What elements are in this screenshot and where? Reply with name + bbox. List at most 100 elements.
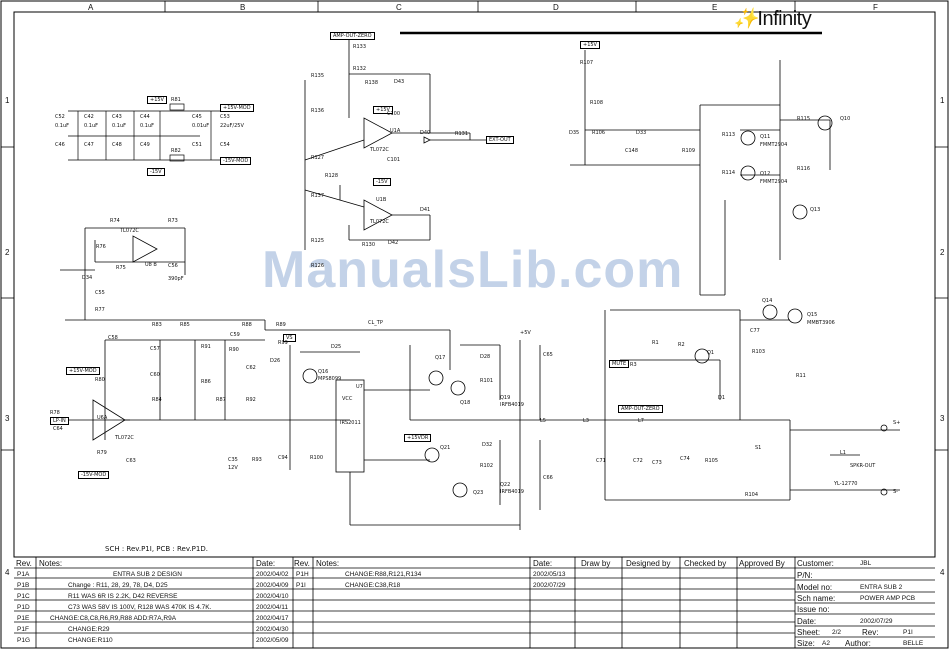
revision-date: 2002/04/11: [256, 604, 289, 611]
part-c61: C60: [150, 372, 160, 378]
part-v01e: 0.01uF: [192, 123, 210, 129]
part-d34: D34: [82, 275, 93, 281]
part-u8: U8 B: [145, 262, 157, 268]
revision-rev: P1A: [17, 571, 30, 578]
part-r115: R115: [797, 116, 811, 122]
part-r90: R90: [229, 347, 239, 353]
part-r106: R106: [592, 130, 606, 136]
part-r109: R109: [682, 148, 696, 154]
part-c56: C56: [168, 263, 178, 269]
part-c100: C100: [387, 111, 401, 117]
part-r3: R3: [630, 362, 637, 368]
col-label-e: E: [712, 3, 718, 12]
part-d1: D1: [718, 395, 726, 401]
part-r93: R93: [252, 457, 262, 463]
part-r135: R135: [311, 73, 325, 79]
part-r83: R83: [152, 322, 162, 328]
part-r79: R79: [97, 450, 107, 456]
revision-date: 2002/04/17: [256, 615, 289, 622]
revision-rev: P1G: [17, 637, 31, 644]
part-q12: Q12: [760, 171, 771, 177]
part-q13: Q13: [810, 207, 821, 213]
part-r85: R85: [180, 322, 190, 328]
col-label-c: C: [396, 3, 402, 12]
part-r107: R107: [580, 60, 594, 66]
part-q15: Q15: [807, 312, 818, 318]
part-q14: Q14: [762, 298, 773, 304]
part-tl072: TL072C: [370, 147, 389, 153]
part-d32: D32: [482, 442, 493, 448]
net-plus15v-c: +15V: [580, 41, 600, 49]
part-c63: C63: [126, 458, 136, 464]
net-plus5v: +5V: [520, 330, 531, 336]
part-c58: C58: [108, 335, 118, 341]
net-mute: MUTE: [609, 360, 630, 368]
part-q23: Q23: [473, 490, 484, 496]
part-c57: C57: [150, 346, 160, 352]
net-amp-out-zero-2: AMP-OUT-ZERO: [618, 405, 663, 413]
part-r113: R113: [722, 132, 736, 138]
part-c43: C43: [112, 114, 122, 120]
tb-sheet-label: Sheet:: [797, 628, 821, 637]
infinity-logo: ✨Infinity: [733, 8, 812, 30]
part-v01: 0.1uF: [55, 123, 69, 129]
revision-date: 2002/05/09: [256, 637, 289, 644]
part-l3: L3: [583, 418, 589, 424]
part-q21: Q21: [440, 445, 451, 451]
part-c64: C64: [53, 426, 63, 432]
part-r73: R73: [168, 218, 178, 224]
tb-header-draw: Draw by: [581, 559, 611, 568]
tb-header-checked: Checked by: [684, 559, 727, 568]
tb-sheet: 2/2: [832, 629, 842, 636]
part-q19: Q19: [500, 395, 511, 401]
tb-pn-label: P/N:: [797, 571, 813, 580]
part-r101: R101: [480, 378, 494, 384]
part-r1: R1: [652, 340, 659, 346]
part-q18: Q18: [460, 400, 471, 406]
tb-header-designed: Designed by: [626, 559, 671, 568]
revision-rev: P1B: [17, 582, 30, 589]
part-c55: C55: [95, 290, 105, 296]
part-u1a: U1A: [390, 128, 401, 134]
part-r132: R132: [353, 66, 367, 72]
revision-note: CHANGE:C38,R18: [345, 582, 401, 589]
row-label-3-right: 3: [940, 414, 945, 423]
revision-note: CHANGE:C8,C8,R6,R9,R88 ADD:R7A,R9A: [50, 615, 177, 622]
part-irfb2: IRFB4019: [500, 489, 524, 495]
part-c65: C65: [543, 352, 553, 358]
part-r131: R131: [455, 131, 469, 137]
part-c54: C54: [220, 142, 230, 148]
revision-rev: P1D: [17, 604, 30, 611]
part-r104: R104: [745, 492, 759, 498]
revision-note: C73 WAS 58V IS 100V, R128 WAS 470K IS 4.…: [68, 604, 212, 611]
revision-rev: P1C: [17, 593, 30, 600]
part-r87: R87: [216, 397, 226, 403]
tb-header-rev2: Rev.: [294, 559, 310, 568]
part-r100: R100: [310, 455, 324, 461]
part-c47: C47: [84, 142, 94, 148]
tb-issue-label: Issue no:: [797, 605, 830, 614]
part-q17: Q17: [435, 355, 446, 361]
net-vcc: VCC: [342, 396, 353, 402]
tb-author-label: Author:: [845, 639, 871, 648]
revision-date: 2002/04/02: [256, 571, 289, 578]
part-c45: C45: [192, 114, 202, 120]
part-c74: C74: [680, 456, 690, 462]
part-r2: R2: [678, 342, 685, 348]
part-c42: C42: [84, 114, 94, 120]
tb-author: BELLE: [903, 640, 924, 647]
row-label-1: 1: [5, 96, 10, 105]
part-c73: C73: [652, 460, 662, 466]
part-irfb: IRFB4019: [500, 402, 524, 408]
part-fmmt: FMMT2904: [760, 142, 788, 148]
part-l1: L1: [840, 450, 846, 456]
part-r11: R11: [796, 373, 806, 379]
col-label-d: D: [553, 3, 559, 12]
part-irs: IRS2011: [340, 420, 361, 426]
part-u6a: U6A: [97, 415, 108, 421]
part-d25: D25: [331, 344, 342, 350]
tb-sch: POWER AMP PCB: [860, 595, 916, 602]
part-fmmt2: FMMT2904: [760, 179, 788, 185]
net-minus15v-a: -15V: [147, 168, 165, 176]
part-q22: Q22: [500, 482, 511, 488]
